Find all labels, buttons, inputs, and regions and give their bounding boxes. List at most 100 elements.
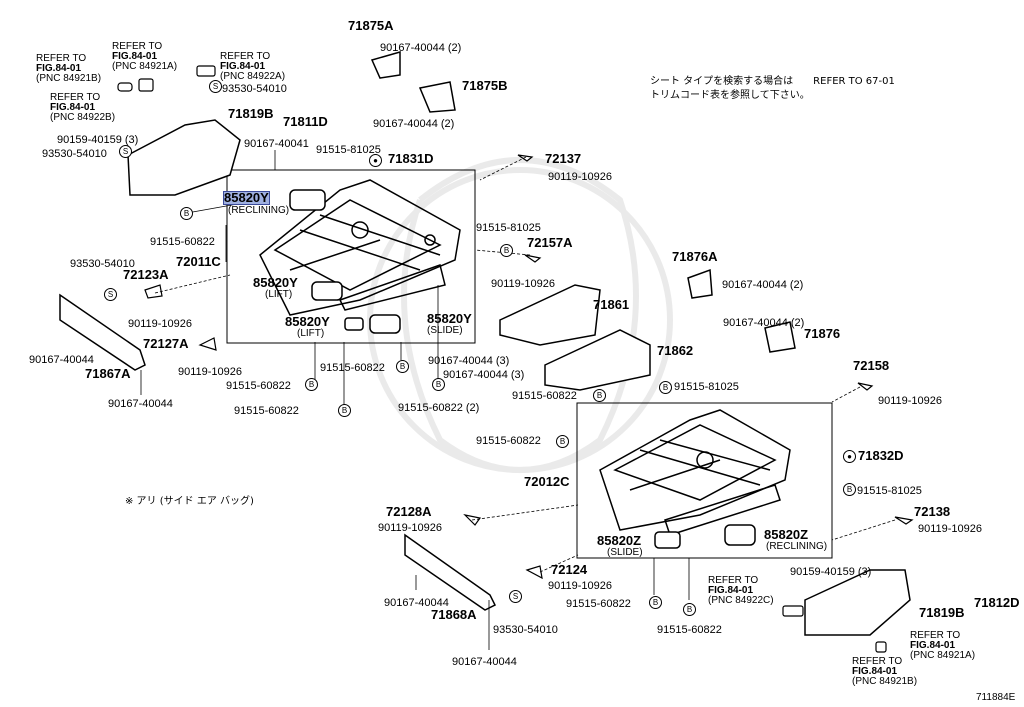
lower-frame-box (576, 402, 833, 559)
marker-b: B (593, 389, 606, 402)
part-91515-81025[interactable]: 91515-81025 (316, 144, 381, 156)
part-71819b[interactable]: 71819B (919, 605, 965, 620)
part-72123a[interactable]: 72123A (123, 267, 169, 282)
part-90167-40044[interactable]: 90167-40044 (384, 597, 449, 609)
seat-track-frame-upper (259, 179, 461, 316)
part-90159-40159[interactable]: 90159-40159 (3) (57, 134, 139, 146)
note-seat-type: シート タイプを検索する場合は REFER TO 67-01 (650, 76, 895, 87)
seat-track-frame-lower (599, 409, 791, 536)
part-85820z-slide-sub: (SLIDE) (607, 547, 643, 558)
part-91515-60822[interactable]: 91515-60822 (512, 390, 577, 402)
marker-s: S (119, 145, 132, 158)
part-90167-40044[interactable]: 90167-40044 (2) (722, 279, 804, 291)
part-71811d[interactable]: 71811D (283, 114, 328, 129)
part-91515-81025[interactable]: 91515-81025 (476, 222, 541, 234)
marker-s: S (104, 288, 117, 301)
part-90119-10926[interactable]: 90119-10926 (918, 523, 983, 535)
part-71861[interactable]: 71861 (593, 297, 630, 312)
part-72158[interactable]: 72158 (853, 358, 890, 373)
part-91515-60822[interactable]: 91515-60822 (566, 598, 631, 610)
part-85820z-reclining[interactable]: 85820Z (764, 527, 809, 542)
part-72012c[interactable]: 72012C (524, 474, 570, 489)
part-72127a[interactable]: 72127A (143, 336, 189, 351)
part-90167-40044[interactable]: 90167-40044 (108, 398, 173, 410)
part-90167-40044[interactable]: 90167-40044 (2) (723, 317, 805, 329)
part-93530-54010[interactable]: 93530-54010 (42, 148, 107, 160)
part-90159-40159[interactable]: 90159-40159 (3) (790, 566, 872, 578)
trim-covers (59, 51, 911, 636)
part-90119-10926[interactable]: 90119-10926 (491, 278, 556, 290)
part-91515-60822[interactable]: 91515-60822 (476, 435, 541, 447)
marker-b: B (500, 244, 513, 257)
part-91515-60822-2[interactable]: 91515-60822 (2) (398, 402, 480, 414)
part-91515-60822[interactable]: 91515-60822 (657, 624, 722, 636)
part-90119-10926[interactable]: 90119-10926 (548, 171, 613, 183)
part-71862[interactable]: 71862 (657, 343, 694, 358)
part-91515-60822[interactable]: 91515-60822 (320, 362, 385, 374)
part-85820y-lift[interactable]: 85820Y (285, 314, 330, 329)
marker-dot: ● (843, 450, 856, 463)
part-71819b[interactable]: 71819B (228, 106, 274, 121)
marker-s: S (509, 590, 522, 603)
part-90119-10926[interactable]: 90119-10926 (128, 318, 193, 330)
part-93530-54010[interactable]: 93530-54010 (222, 83, 287, 95)
marker-b: B (338, 404, 351, 417)
part-85820y-reclining[interactable]: 85820Y (223, 190, 270, 205)
part-72011c[interactable]: 72011C (176, 254, 221, 269)
marker-b: B (180, 207, 193, 220)
part-71832d[interactable]: 71832D (858, 448, 904, 463)
part-85820y-lift[interactable]: 85820Y (253, 275, 298, 290)
part-91515-81025[interactable]: 91515-81025 (674, 381, 739, 393)
part-90167-40044[interactable]: 90167-40044 (2) (380, 42, 462, 54)
marker-b: B (649, 596, 662, 609)
part-71875b[interactable]: 71875B (462, 78, 508, 93)
part-90119-10926[interactable]: 90119-10926 (878, 395, 943, 407)
upper-frame-box (226, 169, 476, 344)
part-91515-81025[interactable]: 91515-81025 (857, 485, 922, 497)
note-trim-code: トリムコード表を参照して下さい。 (650, 90, 810, 101)
part-90119-10926[interactable]: 90119-10926 (178, 366, 243, 378)
part-71876a[interactable]: 71876A (672, 249, 718, 264)
part-90167-40044[interactable]: 90167-40044 (29, 354, 94, 366)
part-91515-60822[interactable]: 91515-60822 (226, 380, 291, 392)
part-90119-10926[interactable]: 90119-10926 (378, 522, 443, 534)
marker-s: S (209, 80, 222, 93)
marker-b: B (305, 378, 318, 391)
part-71812d[interactable]: 71812D (974, 595, 1020, 610)
part-85820y-lift-sub: (LIFT) (297, 328, 325, 339)
part-85820y-lift-sub: (LIFT) (265, 289, 293, 300)
part-72137[interactable]: 72137 (545, 151, 582, 166)
part-72128a[interactable]: 72128A (386, 504, 432, 519)
part-85820y-slide[interactable]: 85820Y (427, 311, 472, 326)
marker-b: B (659, 381, 672, 394)
part-72124[interactable]: 72124 (551, 562, 588, 577)
part-91515-60822[interactable]: 91515-60822 (150, 236, 215, 248)
part-71875a[interactable]: 71875A (348, 18, 394, 33)
marker-dot: ● (369, 154, 382, 167)
part-71876[interactable]: 71876 (804, 326, 841, 341)
part-90167-40044-3[interactable]: 90167-40044 (3) (428, 355, 510, 367)
part-93530-54010[interactable]: 93530-54010 (493, 624, 558, 636)
part-93530-54010[interactable]: 93530-54010 (70, 258, 135, 270)
part-85820y-slide-sub: (SLIDE) (427, 325, 463, 336)
part-72138[interactable]: 72138 (914, 504, 951, 519)
part-90167-40044[interactable]: 90167-40044 (2) (373, 118, 455, 130)
part-90119-10926[interactable]: 90119-10926 (548, 580, 613, 592)
part-71867a[interactable]: 71867A (85, 366, 131, 381)
part-91515-60822[interactable]: 91515-60822 (234, 405, 299, 417)
part-90167-40044-3[interactable]: 90167-40044 (3) (443, 369, 525, 381)
part-71831d[interactable]: 71831D (388, 151, 434, 166)
part-90167-40044[interactable]: 90167-40044 (452, 656, 517, 668)
part-85820z-slide[interactable]: 85820Z (597, 533, 642, 548)
part-72157a[interactable]: 72157A (527, 235, 573, 250)
part-90167-40041[interactable]: 90167-40041 (244, 138, 309, 150)
part-71868a[interactable]: 71868A (431, 607, 477, 622)
